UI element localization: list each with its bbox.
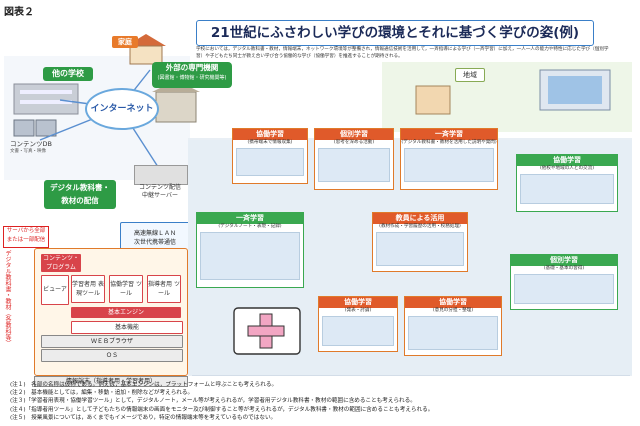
cooperative-tool: 協働学習 ツール — [109, 275, 143, 303]
web-browser: ＷＥＢブラウザ — [41, 335, 183, 348]
device-label: 情報端末（指導者用・学習者用） — [34, 376, 188, 387]
relay-server-line1: コンテンツ配信 — [138, 184, 181, 191]
home-label: 家庭 — [112, 36, 138, 48]
digital-textbook-line2: 教材の配信 — [61, 196, 99, 205]
panel-sub: (意見の分担・整理) — [432, 308, 474, 313]
panel-cooperative-4: 協働学習 (意見の分担・整理) — [404, 296, 502, 356]
panel-individual-1: 個別学習 (思考を深める活動) — [314, 128, 394, 190]
learner-tool: 学習者用 表現ツール — [71, 275, 105, 303]
classroom-image — [200, 232, 300, 280]
digital-textbook-delivery: デジタル教科書・ 教材の配信 — [44, 180, 116, 209]
content-db-label: コンテンツDB — [10, 140, 52, 148]
relay-server-line2: 中継サーバー — [142, 192, 178, 199]
diagram-description: 学校においては，デジタル教科書・教材，情報端末，ネットワーク環境等が整備され，情… — [196, 47, 609, 59]
panel-head: 協働学習 — [517, 155, 617, 166]
footnote: (注４)「指導者用ツール」として子どもたちの情報端末の画面をモニター及び制御する… — [10, 406, 434, 413]
classroom-image — [514, 274, 614, 304]
footnote: (注５) 授業風景については，あくまでもイメージであり，特定の情報端末等を考えて… — [10, 414, 277, 421]
content-db-sub: 文書・写真・映像 — [10, 149, 46, 154]
panel-head: 個別学習 — [511, 255, 617, 266]
panel-whole-class-2: 一斉学習 (デジタルノート・表現・記録) — [196, 212, 304, 288]
basic-functions: 基本機能 — [71, 321, 183, 334]
classroom-image — [404, 148, 494, 182]
lan-label: 高速無線ＬＡＮ — [133, 230, 176, 237]
classroom-image — [322, 316, 394, 346]
os: ＯＳ — [41, 349, 183, 362]
panel-sub: (携帯端末で情報収集) — [247, 140, 293, 145]
footnote: (注３)「学習者用表現・協働学習ツール」として，デジタルノート，メール等が考えら… — [10, 398, 416, 405]
panel-sub: (デジタル教科書・教材を活用した説明や発問) — [401, 140, 497, 145]
figure-label: 図表２ — [4, 7, 34, 18]
classroom-image — [376, 232, 464, 266]
digital-textbook-line1: デジタル教科書・ — [50, 183, 110, 192]
panel-head: 協働学習 — [319, 297, 397, 308]
panel-head: 個別学習 — [315, 129, 393, 140]
panel-individual-2: 個別学習 (基礎・基本の習得) — [510, 254, 618, 310]
server-delivery-line1: サーバから全部 — [6, 228, 46, 234]
footnotes: (注１) 各部の名称は仮称である。例えば，基本エンジンは，プラットフォームと呼ぶ… — [10, 381, 630, 422]
panel-head: 協働学習 — [233, 129, 307, 140]
panel-sub: (教材作成・学習履歴の活用・校務処理) — [379, 224, 461, 229]
footnote: (注１) 各部の名称は仮称である。例えば，基本エンジンは，プラットフォームと呼ぶ… — [10, 382, 278, 388]
panel-head: 一斉学習 — [197, 213, 303, 224]
diagram-title: 21世紀にふさわしい学びの環境とそれに基づく学びの姿(例) — [196, 20, 594, 46]
panel-head: 教員による活用 — [373, 213, 467, 224]
panel-sub: (思考を深める活動) — [333, 140, 375, 145]
server-icon — [134, 165, 188, 185]
viewer: ビューア — [41, 275, 69, 305]
panel-whole-class-1: 一斉学習 (デジタル教科書・教材を活用した説明や発問) — [400, 128, 498, 190]
external-experts-label: 外部の専門機関 (図書館・博物館・研究機関等) — [152, 62, 232, 88]
panel-teacher-use: 教員による活用 (教材作成・学習履歴の活用・校務処理) — [372, 212, 468, 272]
panel-cooperative-2: 協働学習 (他校や地域の人との交流) — [516, 154, 618, 212]
mobile-network-label: 次世代携帯通信 — [133, 239, 176, 246]
teacher-tool: 指導者用 ツール — [147, 275, 181, 303]
footnote: (注２) 基本機能としては，編集・移動・追加・削除などが考えられる。 — [10, 390, 194, 397]
external-experts-sub: (図書館・博物館・研究機関等) — [157, 75, 227, 81]
classroom-image — [318, 148, 390, 182]
server-delivery-line2: または一部配信 — [6, 237, 46, 243]
classroom-image — [520, 174, 614, 204]
digital-textbook-vertical-label: デジタル教科書・教材（各教科等） — [4, 250, 11, 346]
panel-sub: (発表・討論) — [344, 308, 372, 313]
panel-cooperative-3: 協働学習 (発表・討論) — [318, 296, 398, 352]
basic-engine: 基本エンジン — [71, 307, 181, 318]
classroom-image — [408, 316, 498, 350]
content-db: コンテンツDB 文書・写真・映像 — [10, 138, 52, 154]
community-label: 地域 — [455, 68, 485, 82]
internet-cloud: インターネット — [85, 88, 159, 130]
classroom-image — [236, 148, 304, 176]
panel-sub: (他校や地域の人との交流) — [539, 166, 595, 171]
external-experts-title: 外部の専門機関 — [165, 63, 219, 72]
contents-program: コンテンツ・プログラム — [41, 254, 81, 272]
panel-head: 一斉学習 — [401, 129, 497, 140]
tablet-screen-icon — [233, 307, 301, 355]
software-stack: コンテンツ・プログラム ビューア 学習者用 表現ツール 協働学習 ツール 指導者… — [34, 248, 188, 376]
panel-cooperative-1: 協働学習 (携帯端末で情報収集) — [232, 128, 308, 184]
panel-sub: (基礎・基本の習得) — [543, 266, 585, 271]
server-delivery-note: サーバから全部 または一部配信 — [3, 226, 49, 248]
panel-sub: (デジタルノート・表現・記録) — [218, 224, 282, 229]
panel-head: 協働学習 — [405, 297, 501, 308]
other-school-label: 他の学校 — [43, 67, 93, 81]
internet-label: インターネット — [90, 104, 154, 114]
relay-server-label: コンテンツ配信 中継サーバー — [132, 184, 188, 200]
